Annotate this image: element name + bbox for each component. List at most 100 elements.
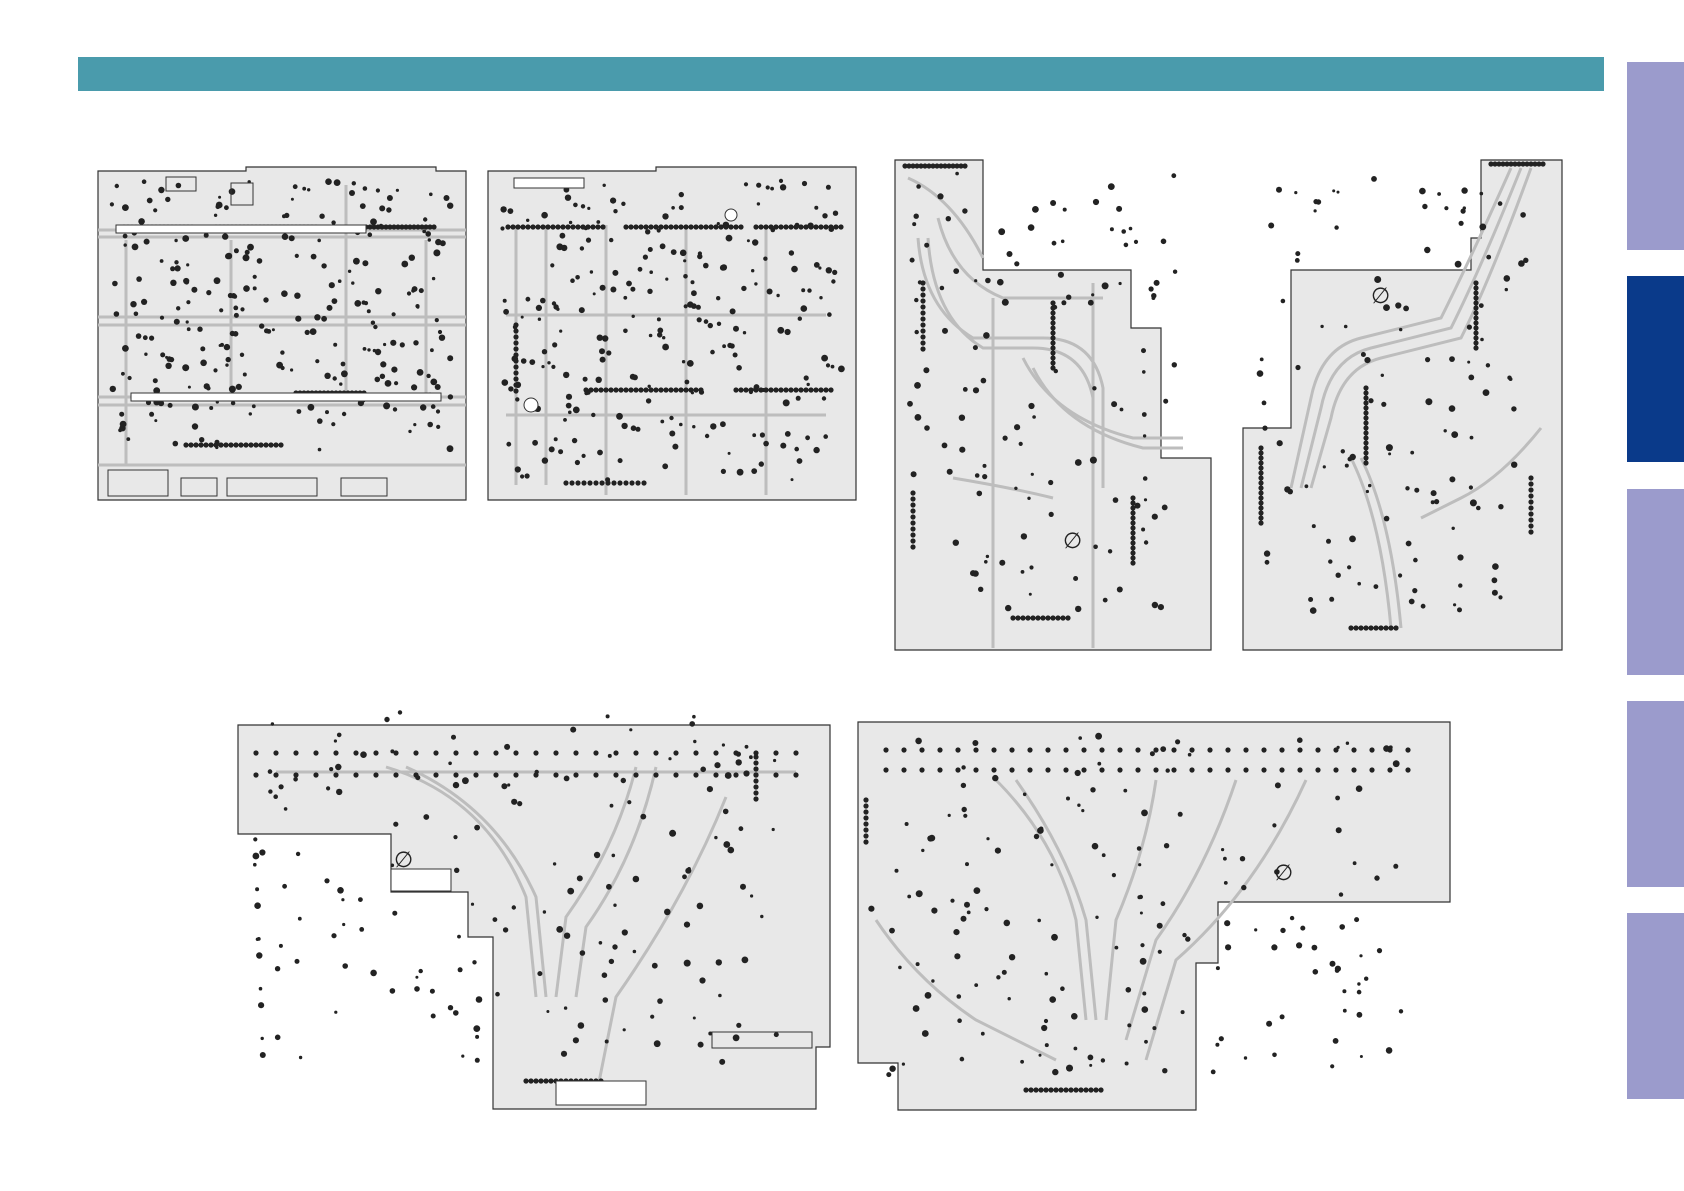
connector-pin: [920, 304, 925, 309]
solder-pad: [1037, 919, 1041, 923]
solder-pad: [504, 744, 510, 750]
solder-pad: [631, 425, 637, 431]
solder-pad: [636, 427, 641, 432]
connector-pin: [1063, 767, 1068, 772]
connector-pin: [743, 387, 748, 392]
solder-pad: [1049, 512, 1054, 517]
connector-pin: [1050, 355, 1055, 360]
solder-pad: [408, 430, 411, 433]
solder-pad: [512, 905, 516, 909]
solder-pad: [747, 239, 750, 242]
connector-pin: [673, 750, 678, 755]
solder-pad: [206, 290, 211, 295]
solder-pad: [1028, 403, 1034, 409]
connector-pin: [813, 224, 818, 229]
solder-pad: [1162, 1068, 1167, 1073]
solder-pad: [660, 420, 664, 424]
side-tab-1[interactable]: [1627, 62, 1684, 250]
solder-pad: [905, 822, 909, 826]
solder-pad: [1052, 241, 1057, 246]
solder-pad: [1357, 982, 1360, 985]
solder-pad: [537, 971, 542, 976]
solder-pad: [153, 378, 158, 383]
solder-pad: [553, 862, 556, 865]
solder-pad: [1262, 401, 1267, 406]
connector-pin: [1040, 615, 1045, 620]
solder-pad: [393, 407, 397, 411]
solder-pad: [206, 386, 210, 390]
connector-pin: [1473, 300, 1478, 305]
solder-pad: [868, 906, 874, 912]
solder-pad: [176, 183, 182, 189]
connector-pin: [753, 796, 758, 801]
connector-pin: [1333, 747, 1338, 752]
connector-pin: [580, 224, 585, 229]
connector-pin: [910, 520, 915, 525]
solder-pad: [1095, 733, 1102, 740]
connector-pin: [268, 442, 273, 447]
solder-pad: [1142, 412, 1147, 417]
solder-pad: [962, 807, 967, 812]
connector-pin: [1050, 350, 1055, 355]
connector-pin: [962, 163, 967, 168]
solder-pad: [168, 403, 173, 408]
solder-pad: [1277, 440, 1283, 446]
solder-pad: [308, 404, 315, 411]
solder-pad: [458, 967, 463, 972]
solder-pad: [699, 977, 705, 983]
connector-pin: [643, 224, 648, 229]
solder-pad: [175, 265, 181, 271]
solder-pad: [439, 335, 445, 341]
solder-pad: [354, 300, 361, 307]
connector-pin: [1378, 625, 1383, 630]
solder-pad: [192, 404, 199, 411]
solder-pad: [186, 263, 189, 266]
solder-pad: [371, 321, 375, 325]
connector-pin: [910, 538, 915, 543]
solder-pad: [1178, 812, 1183, 817]
side-tab-4[interactable]: [1627, 701, 1684, 887]
solder-pad: [1272, 1053, 1277, 1058]
solder-pad: [889, 1066, 895, 1072]
solder-pad: [1141, 810, 1148, 817]
solder-pad: [1113, 497, 1119, 503]
solder-pad: [182, 364, 189, 371]
connector-pin: [273, 750, 278, 755]
side-tab-3[interactable]: [1627, 489, 1684, 675]
solder-pad: [379, 205, 385, 211]
connector-pin: [633, 224, 638, 229]
solder-pad: [272, 328, 275, 331]
solder-pad: [474, 825, 480, 831]
solder-pad: [1457, 554, 1463, 560]
connector-pin: [1050, 360, 1055, 365]
connector-pin: [253, 750, 258, 755]
solder-pad: [751, 269, 754, 272]
solder-pad: [234, 248, 239, 253]
solder-pad: [471, 903, 474, 906]
solder-pad: [503, 299, 507, 303]
connector-pin: [513, 340, 518, 345]
solder-pad: [683, 259, 686, 262]
solder-pad: [200, 360, 207, 367]
connector-pin: [641, 480, 646, 485]
connector-pin: [1058, 1087, 1063, 1092]
solder-pad: [587, 207, 590, 210]
solder-pad: [1357, 582, 1361, 586]
side-tab-5[interactable]: [1627, 913, 1684, 1099]
solder-pad: [1449, 356, 1455, 362]
solder-pad: [633, 950, 637, 954]
solder-pad: [430, 379, 437, 386]
solder-pad: [931, 979, 934, 982]
solder-pad: [448, 1005, 453, 1010]
connector-pin: [1015, 615, 1020, 620]
connector-pin: [1258, 475, 1263, 480]
solder-pad: [1051, 934, 1058, 941]
connector-pin: [585, 224, 590, 229]
solder-pad: [314, 314, 320, 320]
connector-pin: [233, 442, 238, 447]
side-tab-2[interactable]: [1627, 276, 1684, 462]
solder-pad: [924, 243, 929, 248]
connector-pin: [653, 387, 658, 392]
solder-pad: [813, 447, 819, 453]
solder-pad: [1134, 240, 1138, 244]
